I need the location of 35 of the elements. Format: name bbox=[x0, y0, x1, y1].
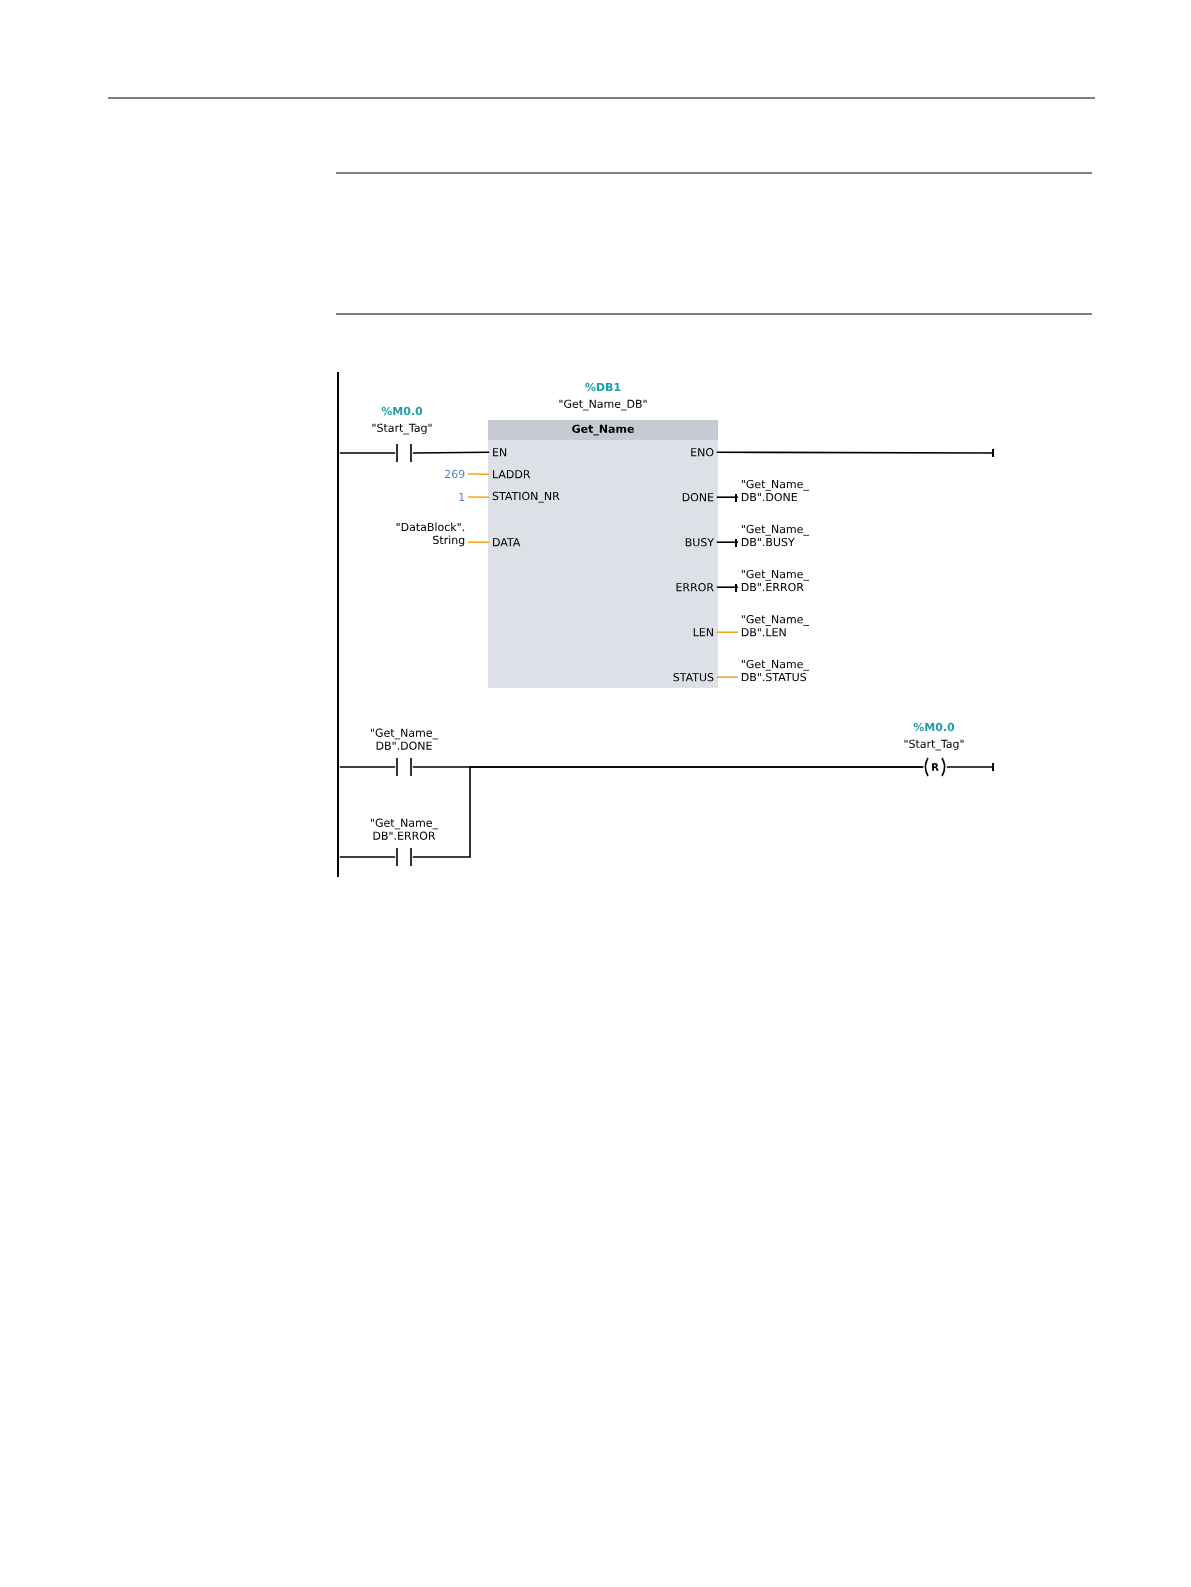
connection-line bbox=[339, 452, 396, 454]
pin-label: DATA bbox=[493, 538, 521, 547]
connection-line bbox=[467, 541, 490, 543]
connection-line bbox=[716, 586, 739, 588]
constant-value: 269 bbox=[445, 469, 465, 479]
operand-label: "Get_Name_ DB".STATUS bbox=[741, 659, 809, 682]
connection-line bbox=[467, 473, 490, 475]
pin-label: BUSY bbox=[685, 538, 715, 547]
connection-line bbox=[339, 856, 396, 858]
pin-label: DONE bbox=[682, 493, 714, 502]
pin-label: STATUS bbox=[673, 673, 714, 682]
operand-label: "Get_Name_ DB".DONE bbox=[741, 479, 809, 502]
connection-line bbox=[716, 676, 739, 678]
pin-label: ENO bbox=[691, 448, 714, 457]
pin-label: EN bbox=[493, 448, 507, 457]
connection-line bbox=[412, 451, 490, 454]
constant-value: 1 bbox=[459, 493, 465, 501]
operand-label: "Get_Name_ DB".ERROR bbox=[741, 569, 809, 592]
pin-label: LEN bbox=[693, 628, 713, 637]
connection-line bbox=[467, 496, 490, 498]
connection-line bbox=[716, 451, 994, 454]
operand-label: "Get_Name_ DB".BUSY bbox=[741, 524, 809, 547]
connection-line bbox=[716, 631, 739, 633]
connection-line bbox=[339, 766, 396, 768]
pin-label: STATION_NR bbox=[492, 491, 560, 503]
operand-label: "DataBlock". String bbox=[396, 522, 465, 547]
connection-line bbox=[946, 766, 994, 768]
pin-label: LADDR bbox=[493, 470, 531, 479]
connection-line bbox=[716, 496, 739, 498]
node-label: "Get_Name_DB" bbox=[559, 399, 647, 411]
pin-label: ERROR bbox=[676, 583, 714, 592]
connection-line bbox=[716, 541, 739, 543]
connection-line bbox=[412, 766, 924, 858]
operand-label: "Get_Name_ DB".LEN bbox=[741, 615, 809, 637]
node-label: %DB1 bbox=[585, 382, 621, 392]
